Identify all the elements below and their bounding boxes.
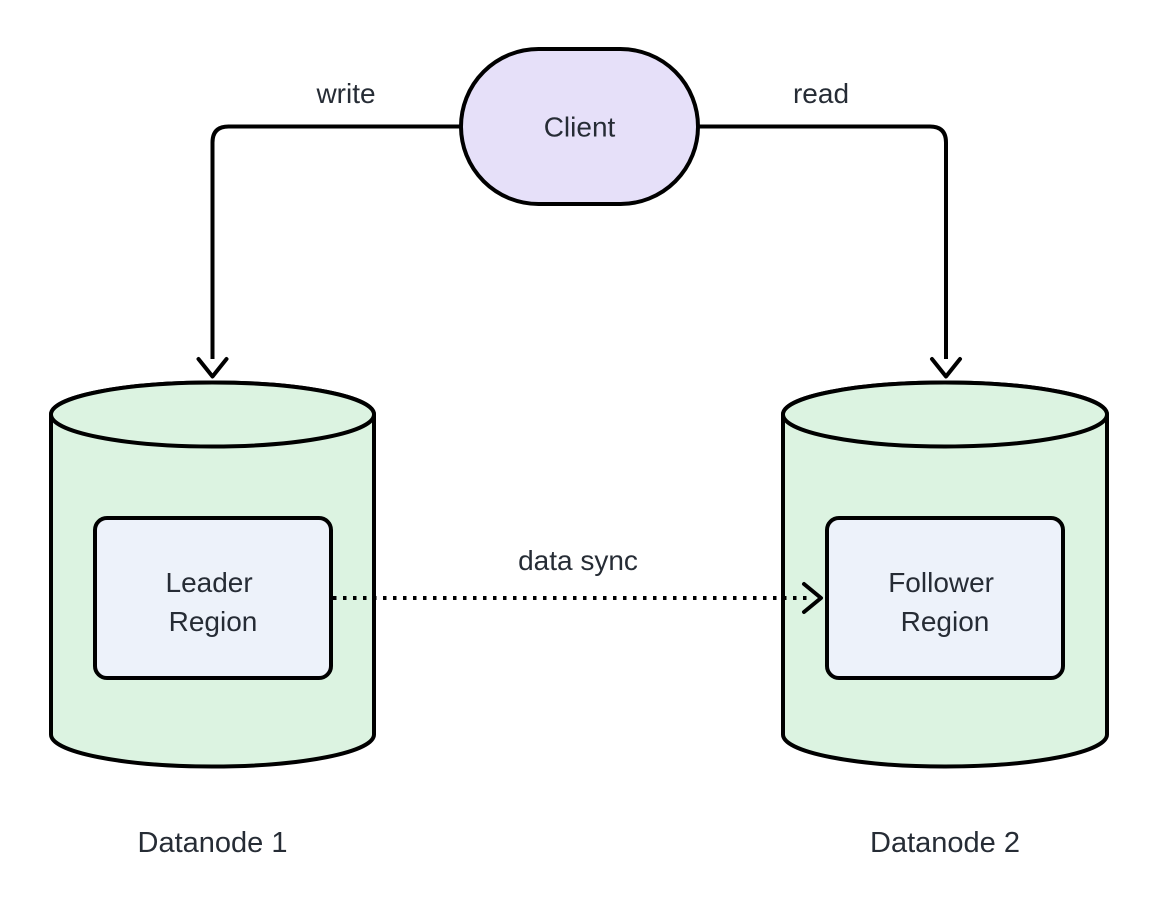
read-arrowhead-icon [930,357,962,379]
follower-region-box [825,516,1065,680]
datanode1-label: Datanode 1 [138,827,288,859]
data-sync-edge-label: data sync [518,545,638,576]
datanode2-cylinder-top [781,380,1109,449]
datanode1-cylinder-top [49,380,376,449]
data-sync-arrowhead-icon [802,582,823,614]
datanode2-label: Datanode 2 [870,827,1020,859]
client-node: Client [459,47,700,206]
client-label: Client [544,112,616,143]
client-shape [459,47,700,206]
datanode2-cylinder: Follower Region [781,380,1109,769]
read-edge-line [698,124,948,359]
leader-region-node: Leader Region [93,516,333,680]
datanode1-cylinder: Leader Region [49,380,376,769]
write-edge: write [196,78,461,379]
read-edge: read [698,78,962,379]
follower-region-node: Follower Region [825,516,1065,680]
data-sync-edge: data sync [333,545,823,614]
write-edge-line [210,124,461,359]
follower-region-label: Follower Region [888,567,1002,637]
write-edge-label: write [315,78,375,109]
write-arrowhead-icon [196,357,229,379]
read-edge-label: read [793,78,849,109]
leader-region-box [93,516,333,680]
leader-region-label: Leader Region [166,567,261,637]
